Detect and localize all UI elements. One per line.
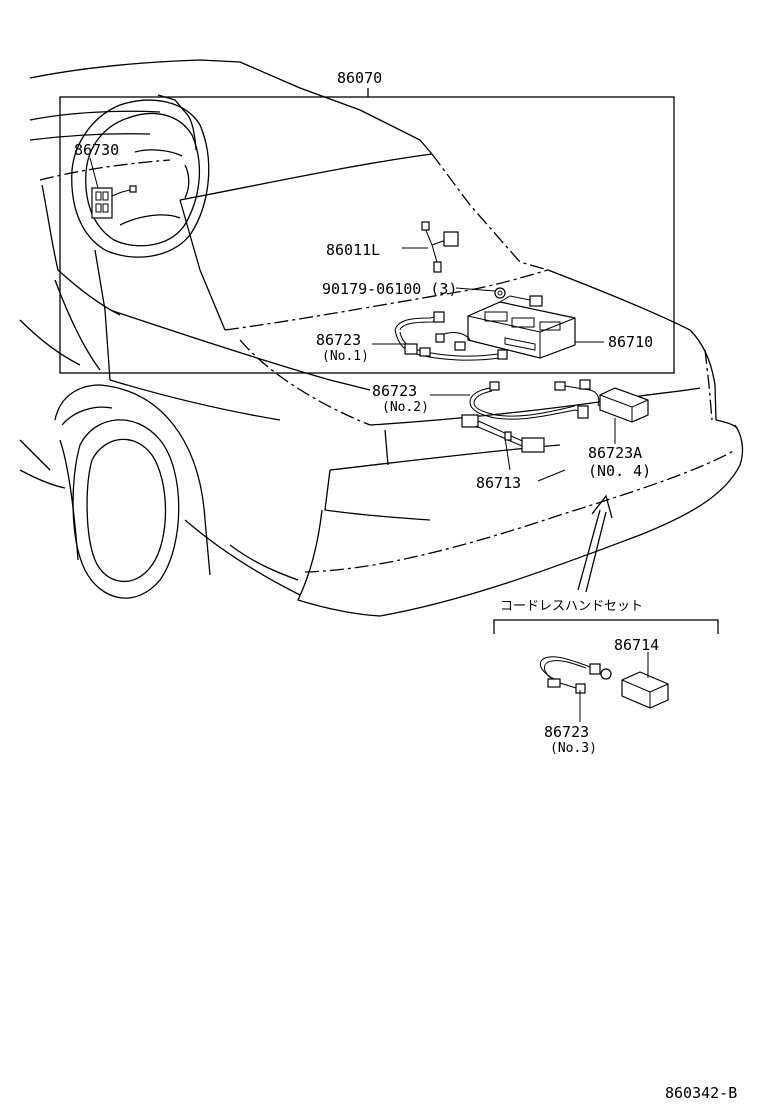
label-86710: 86710 xyxy=(608,333,653,351)
antenna-lead-part xyxy=(421,221,459,273)
label-86723-no2: 86723 xyxy=(372,382,417,400)
harness-no2-part xyxy=(469,381,589,420)
label-86730: 86730 xyxy=(74,141,119,159)
label-86713: 86713 xyxy=(476,474,521,492)
label-86723a-sub: (N0. 4) xyxy=(588,462,651,480)
nut-part xyxy=(494,287,506,299)
label-86723-no1-sub: (No.1) xyxy=(322,349,369,364)
harness-86713-part xyxy=(461,414,545,453)
label-86070: 86070 xyxy=(337,69,382,87)
label-cordless-handset: コードレスハンドセット xyxy=(500,599,643,614)
transceiver-unit-part xyxy=(467,295,576,359)
cordless-handset-group xyxy=(493,494,719,709)
label-90179-06100: 90179-06100 (3) xyxy=(322,280,457,298)
diagram-code: 860342-B xyxy=(665,1084,737,1102)
assembly-frame-86070 xyxy=(59,96,675,374)
label-86723-no3-sub: (No.3) xyxy=(550,741,597,756)
steering-switch-part xyxy=(91,187,113,219)
label-86723-no2-sub: (No.2) xyxy=(382,400,429,415)
harness-no4-part xyxy=(554,379,649,423)
label-86723-no3: 86723 xyxy=(544,723,589,741)
steering-wheel-illustration xyxy=(71,94,210,258)
leader-lines xyxy=(89,157,649,722)
harness-no1-part xyxy=(394,311,508,361)
label-86723a: 86723A xyxy=(588,444,642,462)
car-body-outline xyxy=(19,59,744,617)
label-86714: 86714 xyxy=(614,636,659,654)
label-86011l: 86011L xyxy=(326,241,380,259)
label-86723-no1: 86723 xyxy=(316,331,361,349)
